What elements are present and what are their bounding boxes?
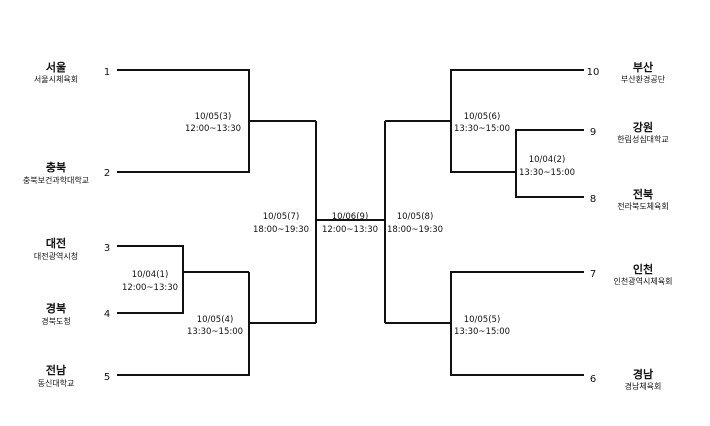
team-entry-6: 6 경남 경남체육회 (590, 367, 662, 391)
team-org-8: 전라북도체육회 (617, 201, 669, 211)
team-region-2: 충북 (46, 160, 66, 174)
team-region-5: 전남 (46, 363, 66, 377)
team-org-3: 대전광역시청 (34, 251, 78, 261)
match-label-5: 10/05(5) 13:30~15:00 (454, 315, 510, 337)
team-org-5: 동신대학교 (38, 378, 75, 388)
team-region-4: 경북 (46, 301, 66, 315)
team-org-10: 부산환경공단 (621, 74, 666, 84)
team-region-3: 대전 (46, 236, 66, 250)
seed-number-10: 10 (587, 67, 600, 78)
team-region-10: 부산 (633, 60, 653, 74)
bracket-line-match-1 (117, 245, 184, 314)
match-time-4: 13:30~15:00 (187, 327, 243, 337)
team-region-8: 전북 (633, 187, 653, 201)
match-label-9: 10/06(9) 12:00~13:30 (322, 212, 378, 235)
team-org-2: 충북보건과학대학교 (23, 175, 89, 185)
team-entry-3: 대전 대전광역시청 3 (34, 236, 110, 261)
match-label-1: 10/04(1) 12:00~13:30 (122, 270, 178, 293)
match-date-1: 10/04(1) (132, 270, 169, 280)
match-time-1: 12:00~13:30 (122, 283, 178, 293)
team-entry-2: 충북 충북보건과학대학교 2 (23, 160, 110, 185)
seed-number-7: 7 (590, 269, 596, 280)
seed-number-4: 4 (104, 309, 110, 320)
team-org-6: 경남체육회 (625, 381, 662, 391)
team-org-9: 한림성심대학교 (617, 134, 669, 144)
team-entry-9: 9 강원 한림성심대학교 (590, 120, 669, 144)
match-time-6: 13:30~15:00 (454, 124, 510, 134)
team-org-7: 인천광역시체육회 (614, 276, 673, 286)
seed-number-6: 6 (590, 374, 596, 385)
match-label-4: 10/05(4) 13:30~15:00 (187, 315, 243, 337)
match-date-6: 10/05(6) (464, 112, 501, 122)
seed-number-8: 8 (590, 194, 596, 205)
bracket-line-match-4 (117, 272, 250, 376)
bracket-line-match-2 (515, 129, 584, 198)
match-time-7: 18:00~19:30 (253, 225, 309, 235)
team-org-4: 경북도청 (41, 316, 70, 326)
seed-number-9: 9 (590, 127, 596, 138)
team-org-1: 서울시체육회 (34, 74, 78, 84)
match-time-5: 13:30~15:00 (454, 327, 510, 337)
team-entry-4: 경북 경북도청 4 (41, 301, 110, 326)
match-label-8: 10/05(8) 18:00~19:30 (387, 212, 443, 235)
match-label-2: 10/04(2) 13:30~15:00 (519, 155, 575, 178)
match-date-9: 10/06(9) (332, 212, 369, 222)
match-time-3: 12:00~13:30 (185, 124, 241, 134)
team-entry-10: 10 부산 부산환경공단 (587, 60, 666, 84)
left-bracket-lines (117, 69, 317, 376)
match-date-4: 10/05(4) (197, 315, 234, 325)
match-date-7: 10/05(7) (263, 212, 300, 222)
team-entry-1: 서울 서울시체육회 1 (34, 60, 110, 84)
team-entry-7: 7 인천 인천광역시체육회 (590, 262, 673, 286)
match-label-3: 10/05(3) 12:00~13:30 (185, 112, 241, 134)
match-label-7: 10/05(7) 18:00~19:30 (253, 212, 309, 235)
team-entry-8: 8 전북 전라북도체육회 (590, 187, 669, 211)
seed-number-2: 2 (104, 168, 110, 179)
match-date-2: 10/04(2) (529, 155, 566, 165)
match-time-8: 18:00~19:30 (387, 225, 443, 235)
match-date-5: 10/05(5) (464, 315, 501, 325)
match-date-3: 10/05(3) (195, 112, 232, 122)
team-region-1: 서울 (46, 60, 66, 74)
seed-number-1: 1 (104, 67, 110, 78)
match-time-2: 13:30~15:00 (519, 168, 575, 178)
team-entry-5: 전남 동신대학교 5 (38, 363, 111, 388)
team-region-9: 강원 (633, 120, 653, 134)
seed-number-3: 3 (104, 243, 110, 254)
match-time-9: 12:00~13:30 (322, 225, 378, 235)
team-region-6: 경남 (633, 367, 653, 381)
right-bracket-lines (384, 69, 584, 376)
team-region-7: 인천 (633, 262, 653, 276)
seed-number-5: 5 (104, 372, 110, 383)
match-label-6: 10/05(6) 13:30~15:00 (454, 112, 510, 134)
match-date-8: 10/05(8) (397, 212, 434, 222)
